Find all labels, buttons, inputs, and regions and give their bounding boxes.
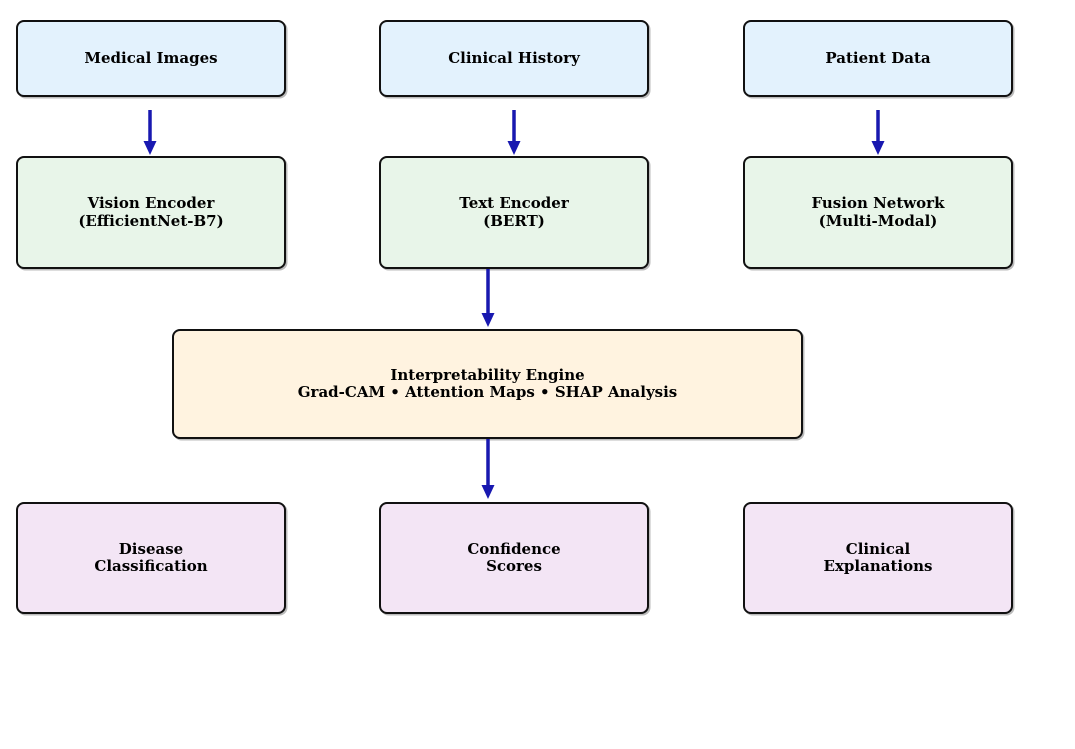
node-interpretability-engine-label: Interpretability Engine <box>390 365 585 384</box>
node-medical-images: Medical Images <box>16 20 286 97</box>
node-disease-classification-label: Disease <box>118 539 184 558</box>
node-fusion-network-label: Fusion Network <box>811 194 945 213</box>
node-disease-classification: Disease Classification <box>16 502 286 614</box>
node-text-encoder-sublabel: (BERT) <box>483 211 545 230</box>
node-text-encoder: Text Encoder (BERT) <box>379 156 649 269</box>
node-interpretability-engine-sublabel: Grad-CAM • Attention Maps • SHAP Analysi… <box>297 383 678 401</box>
node-disease-classification-sublabel: Classification <box>94 557 208 575</box>
node-fusion-network-sublabel: (Multi-Modal) <box>818 211 938 230</box>
node-clinical-history-label: Clinical History <box>448 48 580 67</box>
node-fusion-network: Fusion Network (Multi-Modal) <box>743 156 1013 269</box>
node-clinical-explanations: Clinical Explanations <box>743 502 1013 614</box>
node-text-encoder-label: Text Encoder <box>459 194 569 213</box>
arrow-medical-images-to-vision-encoder <box>143 110 157 155</box>
arrow-patient-data-to-fusion-network <box>871 110 885 155</box>
node-vision-encoder-sublabel: (EfficientNet-B7) <box>78 211 224 230</box>
node-confidence-scores-label: Confidence <box>467 539 561 558</box>
node-confidence-scores: Confidence Scores <box>379 502 649 614</box>
node-clinical-explanations-sublabel: Explanations <box>823 557 933 575</box>
arrow-text-encoder-to-interpretability-engine <box>481 269 495 327</box>
node-vision-encoder-label: Vision Encoder <box>87 194 215 213</box>
node-interpretability-engine: Interpretability Engine Grad-CAM • Atten… <box>172 329 803 439</box>
node-patient-data: Patient Data <box>743 20 1013 97</box>
node-confidence-scores-sublabel: Scores <box>486 557 542 575</box>
node-vision-encoder: Vision Encoder (EfficientNet-B7) <box>16 156 286 269</box>
node-clinical-history: Clinical History <box>379 20 649 97</box>
node-medical-images-label: Medical Images <box>84 48 218 67</box>
node-clinical-explanations-label: Clinical <box>845 539 911 558</box>
arrow-clinical-history-to-text-encoder <box>507 110 521 155</box>
node-patient-data-label: Patient Data <box>825 48 931 67</box>
arrow-interpretability-engine-to-confidence-scores <box>481 439 495 499</box>
